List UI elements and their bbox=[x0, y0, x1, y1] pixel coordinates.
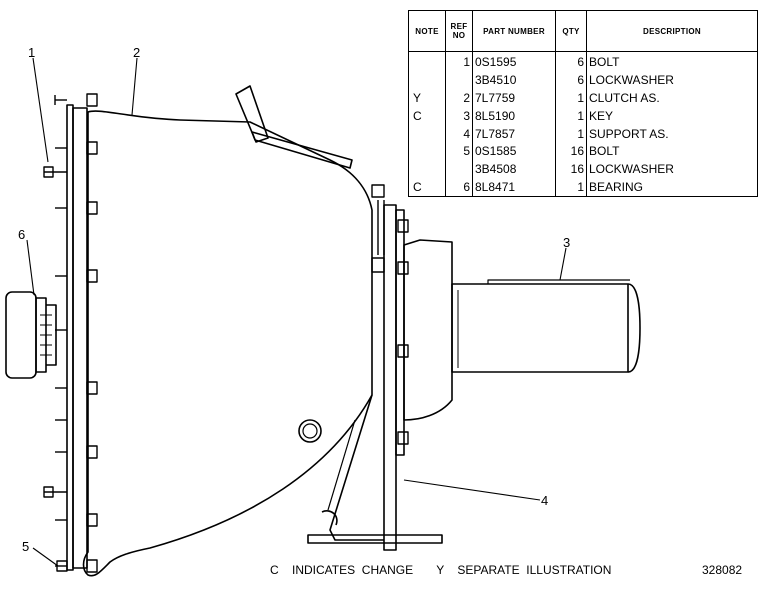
cell-ref: 5 bbox=[445, 142, 473, 161]
bearing-part bbox=[5, 291, 57, 379]
cell-note bbox=[408, 51, 446, 72]
cell-description: BEARING bbox=[586, 178, 758, 197]
header-qty: QTY bbox=[555, 10, 587, 52]
cell-ref bbox=[445, 71, 473, 90]
cell-qty: 6 bbox=[555, 51, 587, 72]
cell-part-number: 7L7857 bbox=[472, 125, 556, 143]
header-ref-no: REF NO bbox=[445, 10, 473, 52]
cell-part-number: 8L8471 bbox=[472, 178, 556, 197]
leader-lines bbox=[26, 57, 567, 567]
cell-qty: 1 bbox=[555, 178, 587, 197]
control-lever bbox=[235, 85, 353, 169]
cell-description: BOLT bbox=[586, 51, 758, 72]
parts-table-header: NOTE REF NO PART NUMBER QTY DESCRIPTION bbox=[408, 10, 758, 52]
cell-ref: 3 bbox=[445, 107, 473, 126]
cell-ref: 1 bbox=[445, 51, 473, 72]
cell-note bbox=[408, 71, 446, 90]
table-row: C 3 8L5190 1 KEY bbox=[408, 107, 758, 126]
illustration-number: 328082 bbox=[702, 563, 743, 577]
cell-description: LOCKWASHER bbox=[586, 71, 758, 90]
cell-note: Y bbox=[408, 89, 446, 108]
callout-2: 2 bbox=[133, 45, 141, 60]
cell-qty: 1 bbox=[555, 107, 587, 126]
callout-1: 1 bbox=[28, 45, 36, 60]
cell-description: CLUTCH AS. bbox=[586, 89, 758, 108]
output-housing bbox=[403, 239, 453, 421]
callout-3: 3 bbox=[563, 235, 571, 250]
cell-qty: 16 bbox=[555, 142, 587, 161]
rear-flange bbox=[383, 204, 397, 551]
table-row: 5 0S1585 16 BOLT bbox=[408, 142, 758, 161]
cell-ref bbox=[445, 160, 473, 179]
table-row: 4 7L7857 1 SUPPORT AS. bbox=[408, 125, 758, 143]
support-stand bbox=[307, 394, 443, 544]
cell-note: C bbox=[408, 178, 446, 197]
cell-qty: 16 bbox=[555, 160, 587, 179]
cell-ref: 6 bbox=[445, 178, 473, 197]
cell-note bbox=[408, 160, 446, 179]
cell-description: BOLT bbox=[586, 142, 758, 161]
cell-description: SUPPORT AS. bbox=[586, 125, 758, 143]
cell-ref: 4 bbox=[445, 125, 473, 143]
clutch-housing bbox=[82, 110, 373, 577]
callout-4: 4 bbox=[541, 493, 549, 508]
cell-part-number: 7L7759 bbox=[472, 89, 556, 108]
rear-flange-bolts bbox=[371, 184, 409, 445]
cell-part-number: 8L5190 bbox=[472, 107, 556, 126]
cell-note bbox=[408, 142, 446, 161]
parts-table: NOTE REF NO PART NUMBER QTY DESCRIPTION … bbox=[408, 10, 758, 198]
header-note: NOTE bbox=[408, 10, 446, 52]
inspection-port bbox=[298, 419, 322, 443]
cell-part-number: 3B4510 bbox=[472, 71, 556, 90]
table-row: Y 2 7L7759 1 CLUTCH AS. bbox=[408, 89, 758, 108]
cell-part-number: 3B4508 bbox=[472, 160, 556, 179]
cell-part-number: 0S1585 bbox=[472, 142, 556, 161]
cell-qty: 1 bbox=[555, 125, 587, 143]
cell-note bbox=[408, 125, 446, 143]
cell-qty: 1 bbox=[555, 89, 587, 108]
table-row: 3B4508 16 LOCKWASHER bbox=[408, 160, 758, 179]
callout-6: 6 bbox=[18, 227, 26, 242]
cell-part-number: 0S1595 bbox=[472, 51, 556, 72]
flange-bolts bbox=[43, 93, 98, 573]
table-row: C 6 8L8471 1 BEARING bbox=[408, 178, 758, 197]
footer-legend: C INDICATES CHANGE Y SEPARATE ILLUSTRATI… bbox=[270, 563, 612, 577]
cell-description: LOCKWASHER bbox=[586, 160, 758, 179]
cell-note: C bbox=[408, 107, 446, 126]
front-flange-inner bbox=[72, 107, 88, 569]
cell-ref: 2 bbox=[445, 89, 473, 108]
output-shaft bbox=[451, 279, 641, 373]
header-part-number: PART NUMBER bbox=[472, 10, 556, 52]
table-row: 3B4510 6 LOCKWASHER bbox=[408, 71, 758, 90]
cell-qty: 6 bbox=[555, 71, 587, 90]
front-flange bbox=[66, 104, 74, 571]
cell-description: KEY bbox=[586, 107, 758, 126]
header-description: DESCRIPTION bbox=[586, 10, 758, 52]
callout-5: 5 bbox=[22, 539, 30, 554]
table-row: 1 0S1595 6 BOLT bbox=[408, 51, 758, 72]
